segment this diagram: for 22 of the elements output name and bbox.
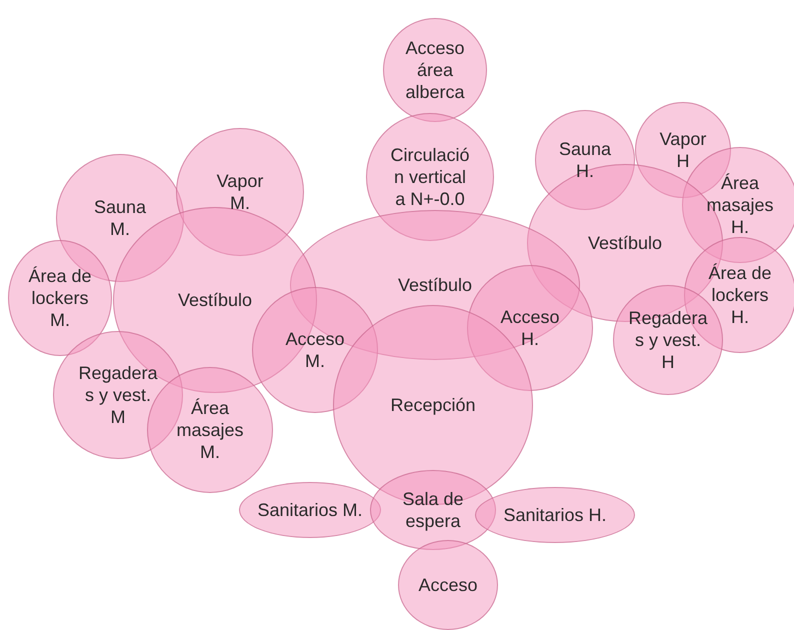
space-label: Sanitarios H. [503,504,607,526]
space-label: Acceso H. [499,306,561,350]
space-label: Área de lockers H. [708,262,772,328]
space-label: Área masajes M. [175,397,245,463]
space-label: Área de lockers M. [27,265,93,331]
space-label: Acceso [418,574,478,596]
space-label: Acceso área alberca [404,37,466,103]
space-label: Sala de espera [401,488,465,532]
space-label: Sauna H. [558,138,612,182]
space-label: Vapor H [658,128,708,172]
space-label: Acceso M. [284,328,346,372]
space-label: Vapor M. [216,170,264,214]
space-label: Vestíbulo [178,289,252,311]
space-label: Área masajes H. [705,172,775,238]
space-label: Recepción [390,394,476,416]
space-label: Sanitarios M. [257,499,363,521]
space-label: Circulación vertical a N+-0.0 [390,144,470,210]
space-label: Regaderas y vest. M [78,362,158,428]
space-label: Vestíbulo [398,274,472,296]
space-label: Vestíbulo [588,232,662,254]
space-label: Regaderas y vest. H [628,307,708,373]
space-label: Sauna M. [92,196,148,240]
